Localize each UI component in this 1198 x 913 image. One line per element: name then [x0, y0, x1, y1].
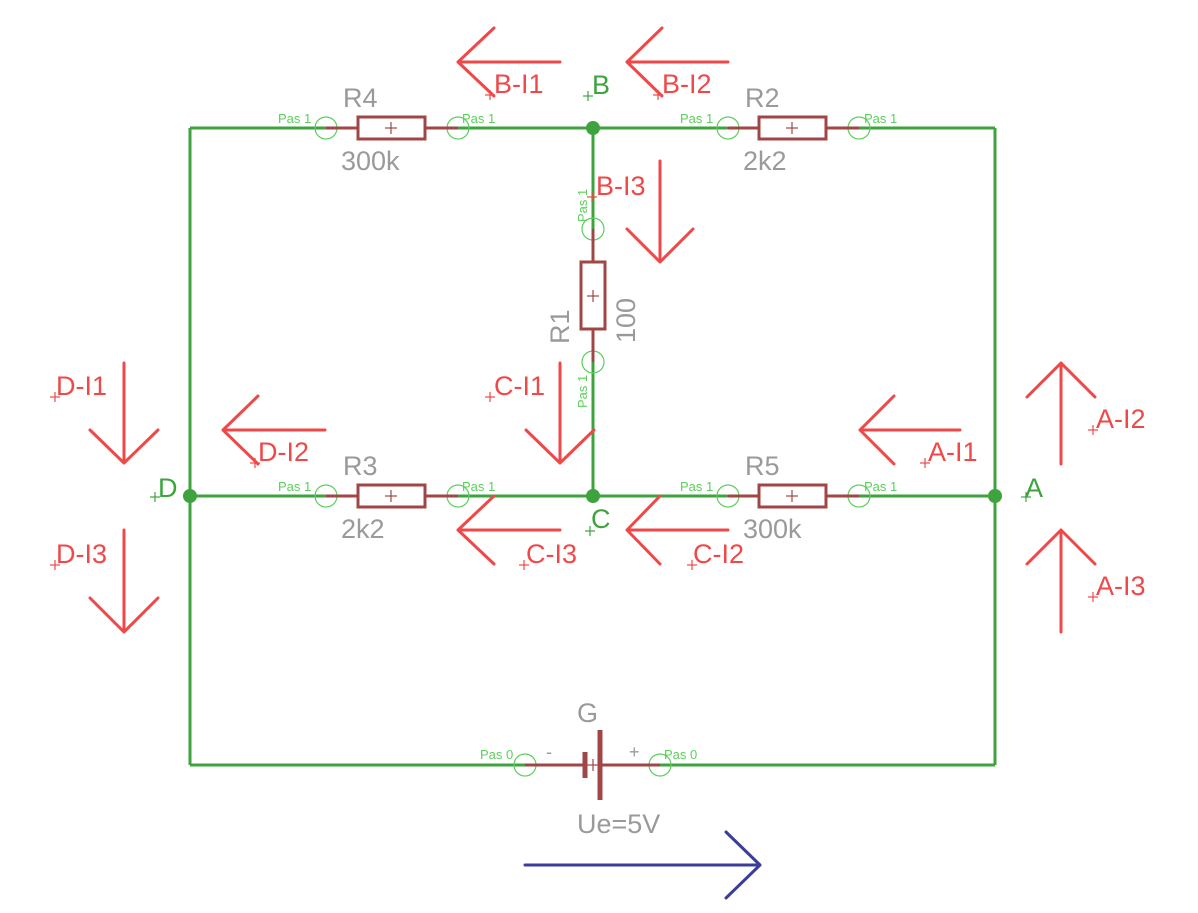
node-labels: B D C A — [150, 70, 1043, 536]
node-label-a: A — [1025, 473, 1043, 503]
current-label-a-i2: A-I2 — [1096, 404, 1146, 434]
resistor-r5[interactable]: Pas 1 Pas 1 R5 300k — [680, 451, 897, 544]
arrow-right-icon — [523, 830, 762, 900]
resistor-r2[interactable]: Pas 1 Pas 1 R2 2k2 — [680, 83, 897, 176]
current-label-d-i2: D-I2 — [258, 437, 309, 467]
r2-name: R2 — [745, 83, 780, 113]
g-name: G — [577, 698, 598, 728]
current-label-c-i1: C-I1 — [494, 371, 545, 401]
resistor-r3[interactable]: Pas 1 Pas 1 R3 2k2 — [278, 451, 495, 544]
junction-d — [183, 489, 197, 503]
arrow-down-icon — [524, 361, 596, 465]
current-label-a-i1: A-I1 — [928, 437, 978, 467]
pin-label: Pas 1 — [575, 189, 590, 222]
junction-a — [988, 489, 1002, 503]
pin-label: Pas 1 — [278, 111, 311, 126]
current-label-d-i3: D-I3 — [56, 539, 107, 569]
junction-c — [586, 489, 600, 503]
current-label-b-i3: B-I3 — [596, 171, 646, 201]
arrow-down-icon — [625, 159, 695, 264]
pin-label: Pas 1 — [278, 479, 311, 494]
pin-label: Pas 1 — [864, 479, 897, 494]
r1-value: 100 — [611, 298, 641, 343]
r4-name: R4 — [343, 83, 378, 113]
r2-value: 2k2 — [743, 146, 787, 176]
pin-label: Pas 1 — [575, 375, 590, 408]
current-label-c-i2: C-I2 — [693, 539, 744, 569]
pin-label: Pas 1 — [462, 479, 495, 494]
resistor-r4[interactable]: Pas 1 Pas 1 R4 300k — [278, 83, 495, 176]
arrow-left-icon — [456, 494, 562, 566]
r5-value: 300k — [743, 514, 802, 544]
battery-minus: - — [546, 742, 552, 762]
pin-label: Pas 1 — [462, 111, 495, 126]
current-label-d-i1: D-I1 — [56, 371, 107, 401]
r1-name: R1 — [545, 309, 575, 344]
resistor-r1[interactable]: Pas 1 Pas 1 R1 100 — [545, 189, 641, 408]
pin-label: Pas 0 — [480, 747, 513, 762]
r4-value: 300k — [341, 146, 400, 176]
battery-plus: + — [629, 742, 640, 762]
wires — [188, 126, 997, 767]
battery-g[interactable]: - + Pas 0 Pas 0 G Ue=5V — [480, 698, 697, 839]
arrow-up-icon — [1025, 361, 1097, 466]
node-label-c: C — [591, 504, 611, 534]
junction-b — [586, 121, 600, 135]
g-value: Ue=5V — [577, 809, 660, 839]
pin-label: Pas 1 — [680, 111, 713, 126]
pin-label: Pas 0 — [664, 747, 697, 762]
arrow-left-icon — [625, 494, 730, 566]
current-label-a-i3: A-I3 — [1096, 571, 1146, 601]
arrow-down-icon — [88, 361, 160, 465]
arrow-left-icon — [858, 394, 962, 466]
arrow-up-icon — [1025, 528, 1097, 634]
arrow-down-icon — [88, 528, 160, 634]
pin-label: Pas 1 — [680, 479, 713, 494]
current-label-b-i2: B-I2 — [662, 69, 712, 99]
arrow-left-icon — [456, 26, 562, 98]
current-annotations: B-I1 B-I2 B-I3 D-I1 D-I2 D-I3 C-I1 C-I3 — [50, 26, 1146, 634]
r3-value: 2k2 — [341, 514, 385, 544]
pin-label: Pas 1 — [864, 111, 897, 126]
arrow-left-icon — [221, 394, 327, 466]
arrow-left-icon — [625, 26, 730, 98]
r5-name: R5 — [745, 451, 780, 481]
node-label-d: D — [158, 473, 178, 503]
current-label-c-i3: C-I3 — [526, 539, 577, 569]
node-label-b: B — [592, 70, 610, 100]
current-label-b-i1: B-I1 — [494, 69, 544, 99]
r3-name: R3 — [343, 451, 378, 481]
